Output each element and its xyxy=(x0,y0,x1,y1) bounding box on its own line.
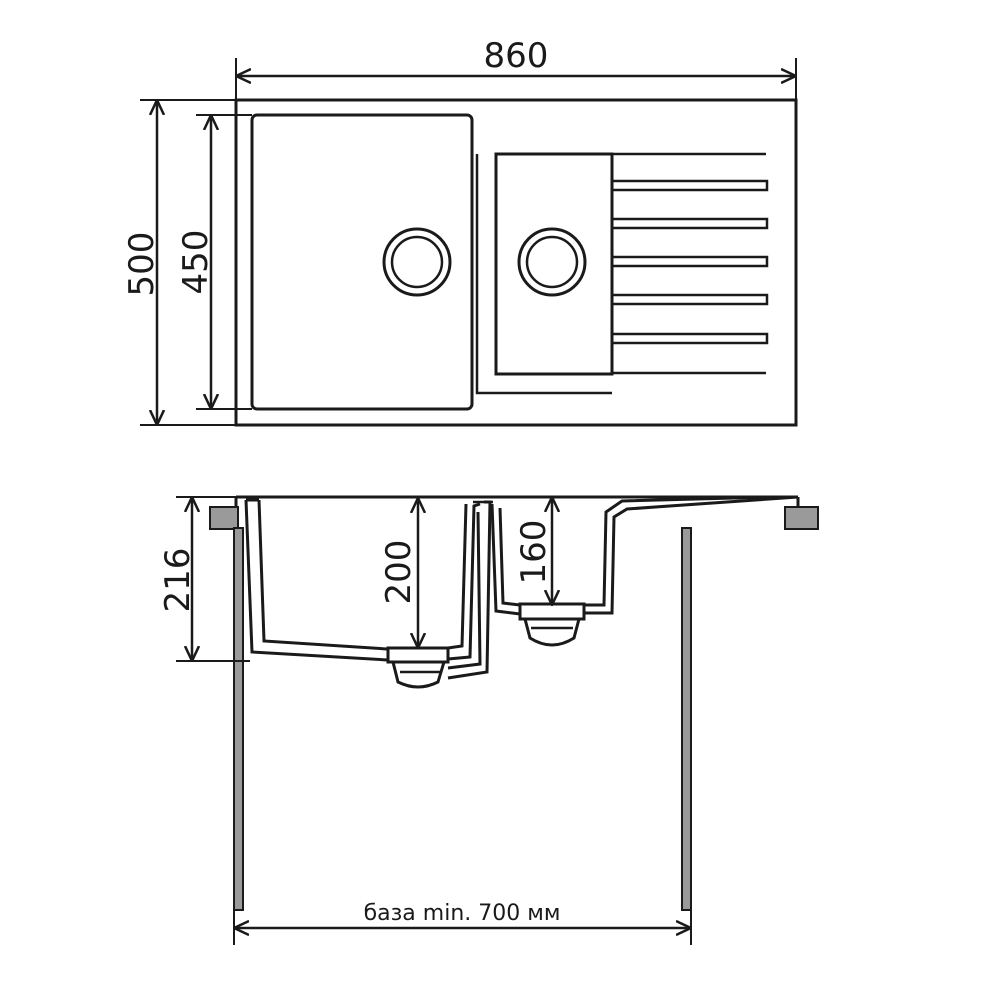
small-bowl-depth-label: 160 xyxy=(514,520,554,585)
width-label: 860 xyxy=(484,36,549,76)
drainboard-ribs xyxy=(610,152,769,375)
inner-depth-label: 450 xyxy=(176,230,216,295)
base-label: база min. 700 мм xyxy=(364,901,561,926)
right-clamp xyxy=(784,506,819,530)
cabinet-left-wall xyxy=(233,527,244,911)
main-bowl xyxy=(250,113,474,411)
height-dimension: 216 xyxy=(158,496,250,662)
small-drain xyxy=(517,227,587,297)
main-bowl-profile xyxy=(244,498,493,680)
main-drain xyxy=(382,227,452,297)
cabinet-right-wall xyxy=(681,527,692,911)
side-view: 216 200 160 база min. 700 мм xyxy=(158,495,819,945)
left-clamp xyxy=(209,506,239,530)
inner-depth-dimension: 450 xyxy=(176,114,252,410)
small-bowl xyxy=(494,152,614,376)
small-bowl-depth-dimension: 160 xyxy=(514,497,554,605)
depth-label: 500 xyxy=(122,232,162,297)
width-dimension: 860 xyxy=(235,36,797,100)
small-drain-basket xyxy=(518,602,586,647)
height-label: 216 xyxy=(158,548,198,613)
small-bowl-rim xyxy=(475,154,612,395)
bowl-depth-label: 200 xyxy=(379,540,419,605)
depth-dimension: 500 xyxy=(122,99,236,426)
top-view: 860 500 450 xyxy=(122,36,798,427)
sink-outline xyxy=(234,98,798,427)
small-bowl-profile xyxy=(490,495,799,616)
bowl-depth-dimension: 200 xyxy=(379,498,419,648)
main-drain-basket xyxy=(386,646,450,689)
base-dimension: база min. 700 мм xyxy=(233,901,692,945)
